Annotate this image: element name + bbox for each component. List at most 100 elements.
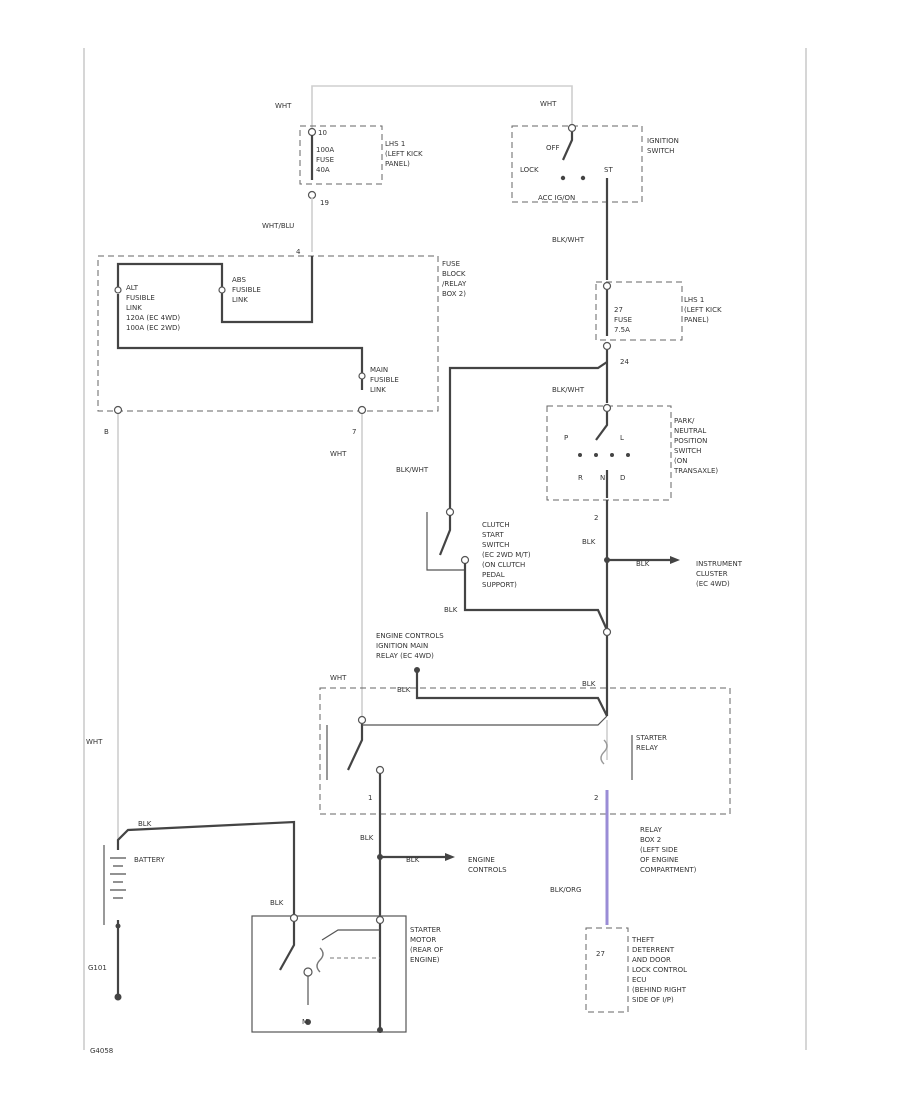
wire-label-blk-2: BLK <box>636 560 650 568</box>
wire-label-wht-blu: WHT/BLU <box>262 222 294 230</box>
wire-label-blk-wht-3: BLK/WHT <box>396 466 429 474</box>
wire-label-wht-top-left: WHT <box>275 102 292 110</box>
svg-text:2: 2 <box>594 794 598 802</box>
svg-text:SWITCH: SWITCH <box>482 541 509 549</box>
svg-text:1: 1 <box>368 794 372 802</box>
svg-text:BLOCK: BLOCK <box>442 270 466 278</box>
svg-text:SUPPORT): SUPPORT) <box>482 581 517 589</box>
svg-text:PARK/: PARK/ <box>674 417 695 425</box>
svg-text:(EC 2WD M/T): (EC 2WD M/T) <box>482 551 531 559</box>
wire-label-blk-3: BLK <box>444 606 458 614</box>
svg-text:ENGINE): ENGINE) <box>410 956 440 964</box>
svg-text:FUSIBLE: FUSIBLE <box>126 294 155 302</box>
svg-text:CLUSTER: CLUSTER <box>696 570 728 578</box>
svg-text:PANEL): PANEL) <box>684 316 709 324</box>
svg-text:(EC 4WD): (EC 4WD) <box>696 580 730 588</box>
svg-text:27: 27 <box>614 306 623 314</box>
svg-text:(LEFT KICK: (LEFT KICK <box>385 150 423 158</box>
ground-g101: G101 <box>88 964 107 972</box>
svg-text:LHS 1: LHS 1 <box>385 140 405 148</box>
fuse-box-lhs1 <box>299 125 383 185</box>
wire-abs-link <box>116 256 314 324</box>
terminal <box>567 123 577 133</box>
svg-text:LOCK: LOCK <box>520 166 539 174</box>
fuse-box-27 <box>595 281 683 341</box>
svg-text:FUSE: FUSE <box>614 316 632 324</box>
svg-text:(LEFT SIDE: (LEFT SIDE <box>640 846 678 854</box>
svg-text:R: R <box>578 474 583 482</box>
svg-text:(ON CLUTCH: (ON CLUTCH <box>482 561 525 569</box>
wire-label-blk-8: BLK <box>138 820 152 828</box>
svg-text:THEFT: THEFT <box>631 936 655 944</box>
svg-text:DETERRENT: DETERRENT <box>632 946 675 954</box>
ignition-switch-box <box>511 125 643 203</box>
svg-text:2: 2 <box>594 514 598 522</box>
solenoid-link <box>321 929 380 941</box>
svg-text:IGNITION MAIN: IGNITION MAIN <box>376 642 428 650</box>
starter-relay-box <box>319 687 731 815</box>
wire-blk-8 <box>116 820 296 915</box>
svg-text:OFF: OFF <box>546 144 560 152</box>
svg-text:CONTROLS: CONTROLS <box>468 866 507 874</box>
svg-text:LINK: LINK <box>370 386 386 394</box>
svg-text:RELAY: RELAY <box>640 826 663 834</box>
svg-text:120A (EC 4WD): 120A (EC 4WD) <box>126 314 180 322</box>
svg-text:INSTRUMENT: INSTRUMENT <box>696 560 743 568</box>
clutch-switch-frame <box>426 512 465 571</box>
wire-label-blk-4: BLK <box>397 686 411 694</box>
terminal <box>307 190 317 200</box>
svg-text:(REAR OF: (REAR OF <box>410 946 443 954</box>
svg-text:OF ENGINE: OF ENGINE <box>640 856 679 864</box>
svg-text:D: D <box>620 474 625 482</box>
theft-ecu-box <box>585 927 629 1013</box>
wire-blk-wht-3 <box>448 361 608 510</box>
svg-text:ENGINE CONTROLS: ENGINE CONTROLS <box>376 632 444 640</box>
relay-frame <box>326 715 608 780</box>
svg-text:24: 24 <box>620 358 629 366</box>
svg-text:(ON: (ON <box>674 457 687 465</box>
battery-symbol <box>110 857 126 899</box>
svg-text:ECU: ECU <box>632 976 646 984</box>
wire-wht-top <box>311 85 573 135</box>
svg-text:MAIN: MAIN <box>370 366 388 374</box>
battery-label: BATTERY <box>134 856 165 864</box>
wire-label-blk-wht-1: BLK/WHT <box>552 236 585 244</box>
svg-text:P: P <box>564 434 568 442</box>
wire-label-wht-left: WHT <box>86 738 103 746</box>
svg-text:BOX 2): BOX 2) <box>442 290 466 298</box>
svg-text:LOCK CONTROL: LOCK CONTROL <box>632 966 687 974</box>
svg-text:/RELAY: /RELAY <box>442 280 467 288</box>
svg-text:FUSE: FUSE <box>442 260 460 268</box>
terminal <box>307 127 317 137</box>
starter-motor-contact <box>279 922 296 971</box>
svg-text:ST: ST <box>604 166 613 174</box>
svg-text:FUSE: FUSE <box>316 156 334 164</box>
svg-text:NEUTRAL: NEUTRAL <box>674 427 706 435</box>
svg-text:100A (EC 2WD): 100A (EC 2WD) <box>126 324 180 332</box>
svg-text:RELAY: RELAY <box>636 744 659 752</box>
svg-text:ACC IG/ON: ACC IG/ON <box>538 194 575 202</box>
svg-text:SWITCH: SWITCH <box>647 147 674 155</box>
svg-text:B: B <box>104 428 109 436</box>
wire-label-wht-bottom: WHT <box>330 674 347 682</box>
wire-label-blk-wht-2: BLK/WHT <box>552 386 585 394</box>
wire-blk-4 <box>415 670 608 717</box>
wire-label-blk-5: BLK <box>582 680 596 688</box>
svg-text:LINK: LINK <box>126 304 142 312</box>
svg-text:100A: 100A <box>316 146 334 154</box>
fuse-relay-block-2 <box>97 255 439 412</box>
svg-text:AND DOOR: AND DOOR <box>632 956 671 964</box>
starter-motor-box <box>251 915 407 1033</box>
wire-label-wht-mid: WHT <box>330 450 347 458</box>
svg-text:PANEL): PANEL) <box>385 160 410 168</box>
svg-text:L: L <box>620 434 624 442</box>
svg-text:RELAY (EC 4WD): RELAY (EC 4WD) <box>376 652 434 660</box>
svg-text:POSITION: POSITION <box>674 437 707 445</box>
svg-text:(BEHIND RIGHT: (BEHIND RIGHT <box>632 986 687 994</box>
wire-label-blk-org: BLK/ORG <box>550 886 581 894</box>
footer-code: G4058 <box>90 1047 113 1055</box>
svg-text:N: N <box>600 474 605 482</box>
ignition-switch-contact <box>561 132 574 161</box>
